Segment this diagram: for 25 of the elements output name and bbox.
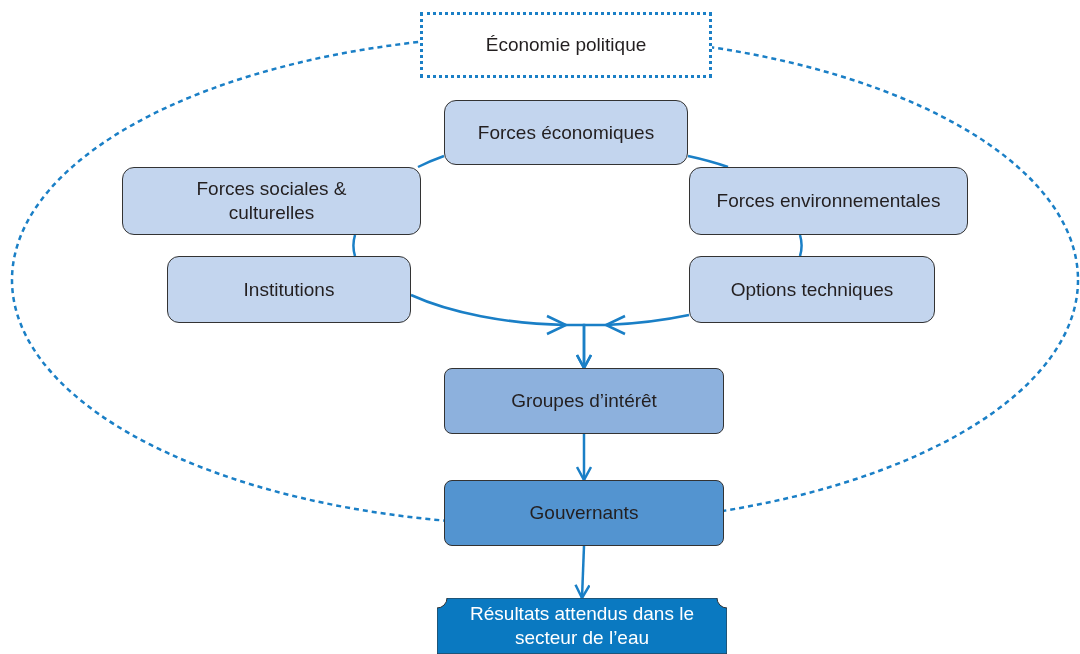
connector-line — [417, 154, 445, 169]
process-box — [444, 368, 724, 434]
node-text: Groupes d’intérêt — [511, 389, 657, 413]
node-text: Économie politique — [485, 33, 647, 57]
connector-line — [352, 234, 357, 257]
process-box — [167, 256, 411, 323]
arrow — [574, 545, 591, 600]
connector-line — [798, 234, 803, 257]
process-box — [122, 167, 421, 235]
process-box — [689, 256, 935, 323]
arrow — [575, 434, 593, 482]
connector-line — [687, 154, 729, 169]
dashed-title-box — [420, 12, 712, 78]
node-text: Gouvernants — [529, 501, 639, 525]
result-box — [437, 598, 727, 654]
node-text: Résultats attendus dans le secteur de l’eau — [469, 602, 695, 650]
process-box — [444, 480, 724, 546]
process-box — [689, 167, 968, 235]
process-box — [444, 100, 688, 165]
node-text: Institutions — [243, 277, 335, 302]
node-text: Forces économiques — [477, 120, 655, 145]
arrow — [575, 313, 690, 370]
node-text: Forces sociales & culturelles — [195, 177, 348, 225]
node-text: Options techniques — [730, 277, 894, 302]
node-text: Forces environnementales — [716, 189, 941, 213]
